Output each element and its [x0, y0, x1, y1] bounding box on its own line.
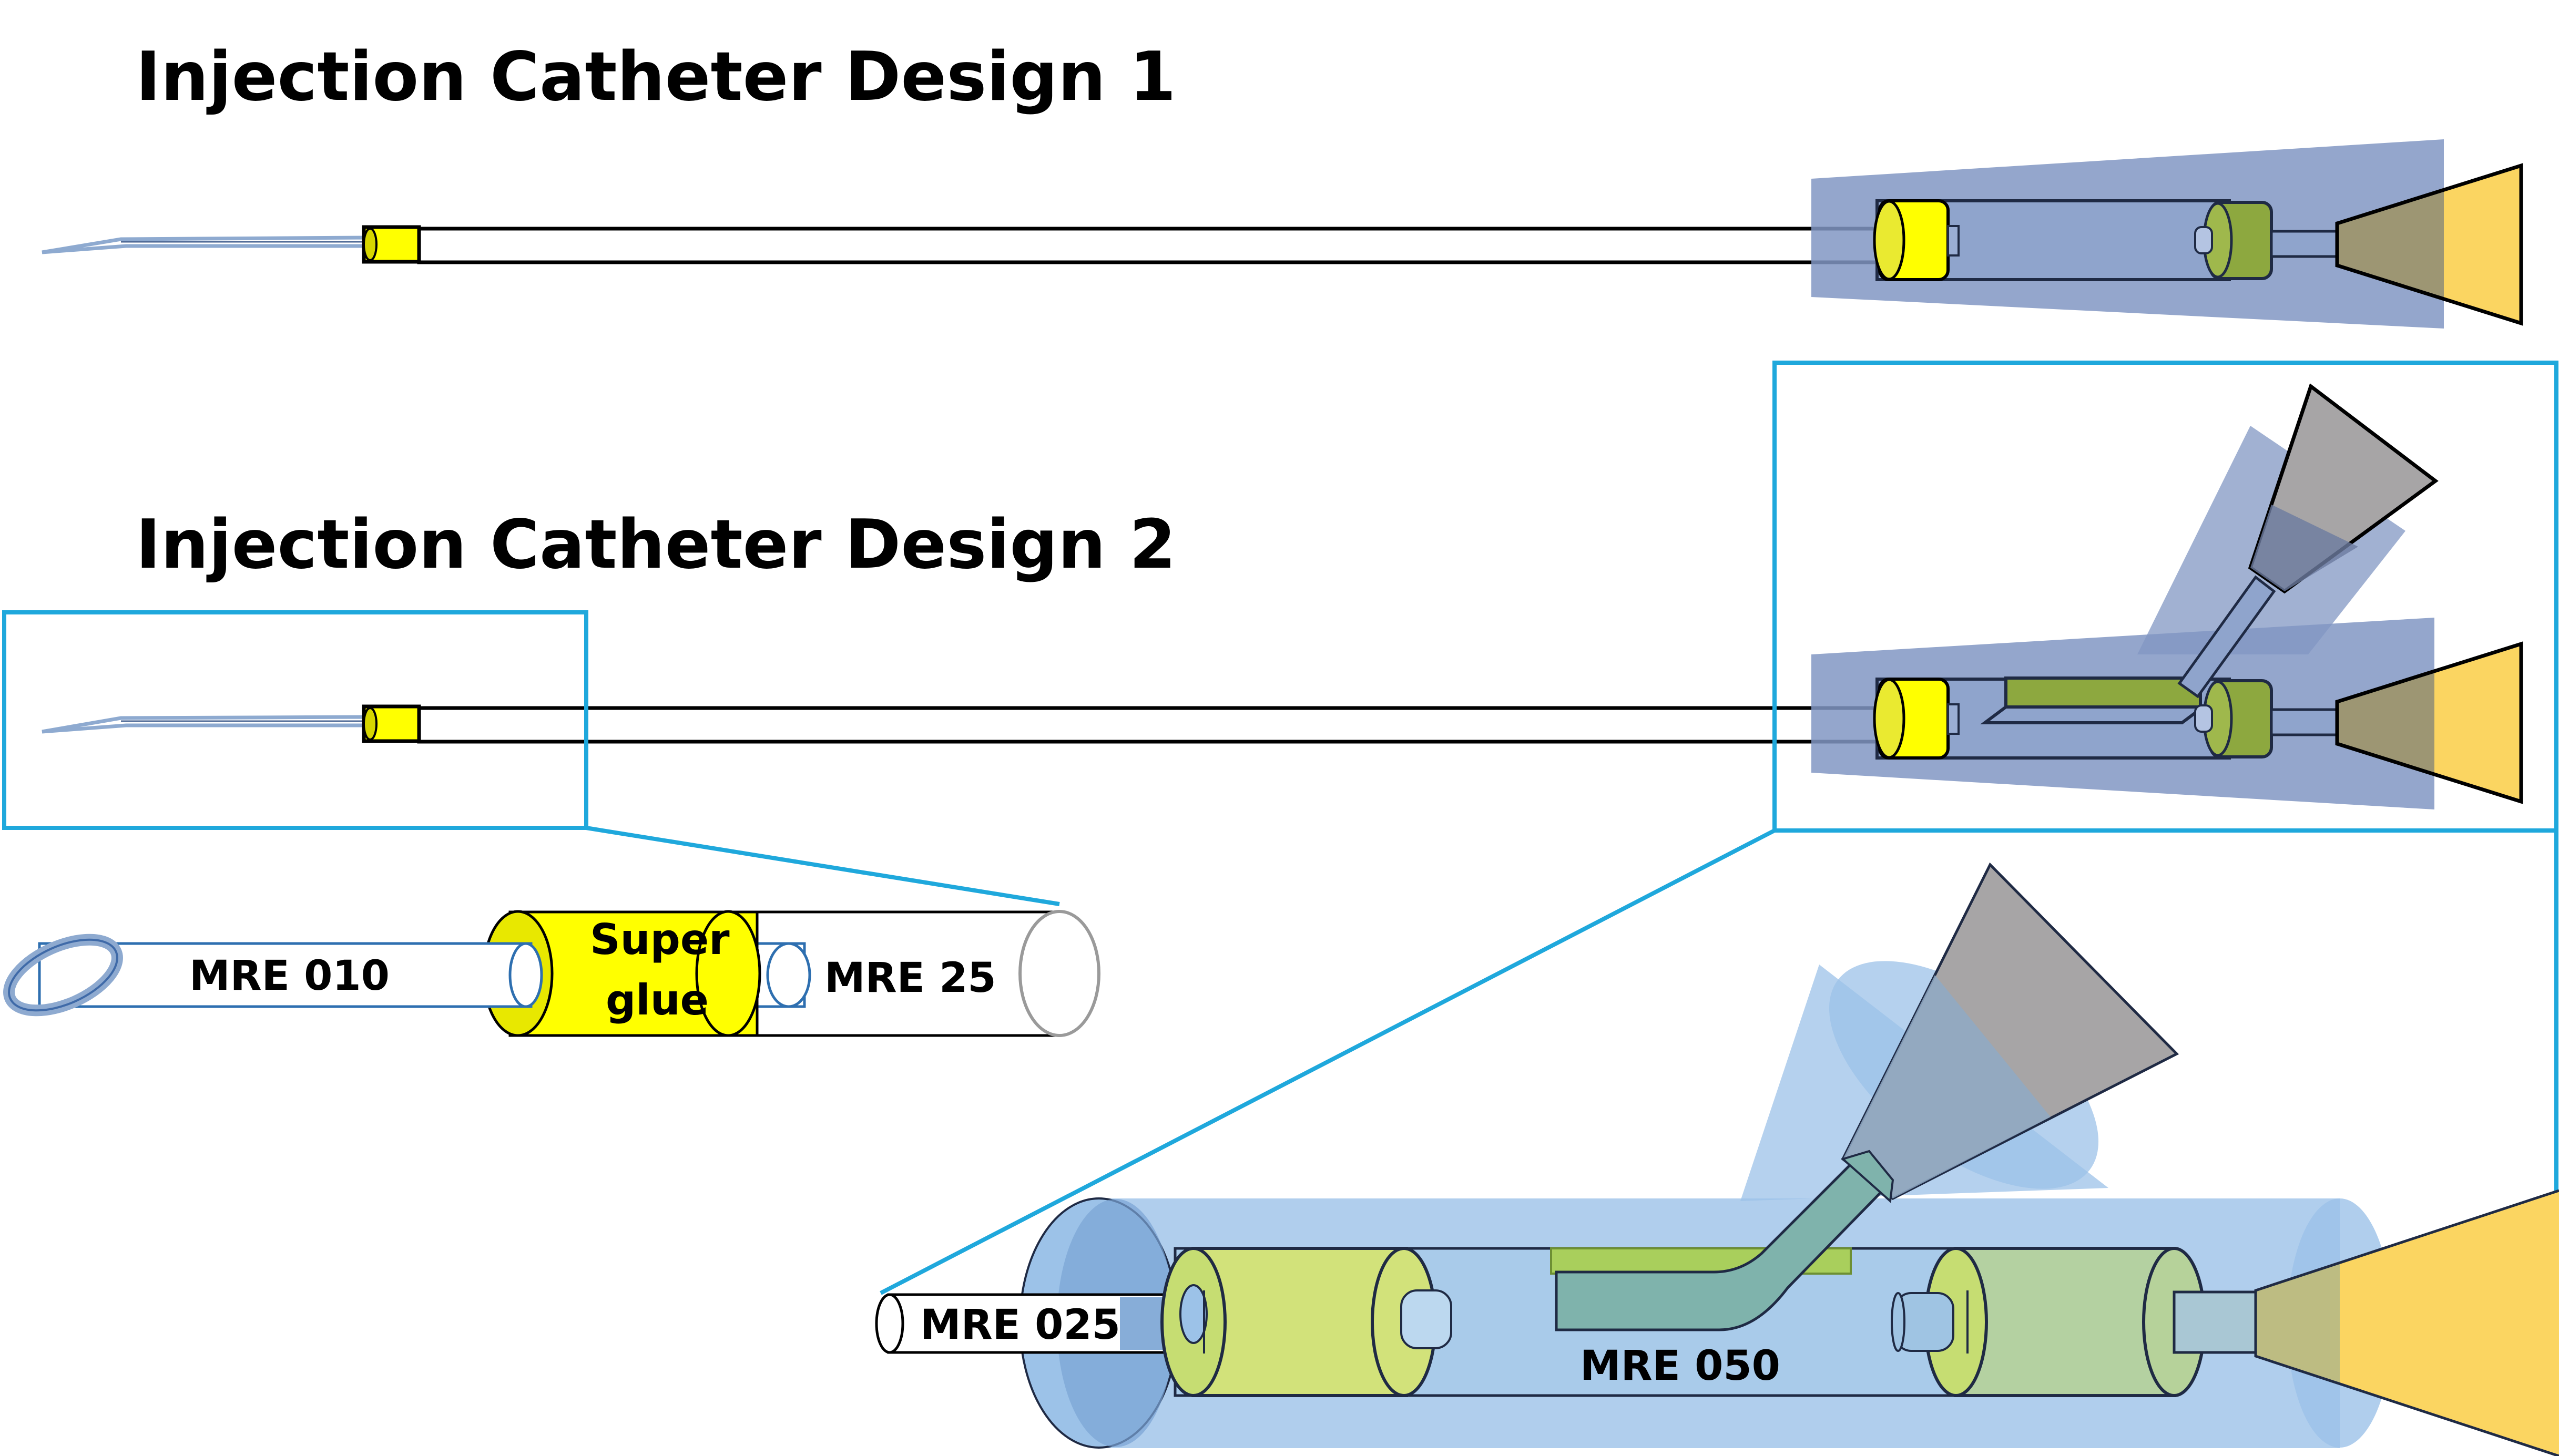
hub-highlight-box	[1772, 361, 2558, 833]
zoom-luer-funnel	[2256, 1191, 2559, 1456]
design-1-catheter	[42, 139, 2523, 329]
design-2-title: Injection Catheter Design 2	[136, 506, 1176, 584]
tip-highlight-box	[2, 610, 588, 830]
tip-detail: MRE 010 Super glue MRE 25	[3, 910, 1100, 1037]
glue-label: glue	[606, 976, 709, 1024]
zoom-fitting-right	[1954, 1247, 2176, 1397]
mre-050-tube	[1555, 1146, 1895, 1331]
hub-detail: MRE 025 MRE 050	[875, 862, 2559, 1456]
mre-25-label: MRE 25	[824, 955, 996, 1002]
design-1-title: Injection Catheter Design 1	[136, 38, 1176, 116]
super-label: Super	[590, 915, 730, 964]
mre-050-label: MRE 050	[1580, 1342, 1780, 1390]
needle-tip-1	[42, 235, 370, 254]
catheter-tube-2	[417, 706, 1883, 744]
luer-funnel-2	[2335, 641, 2523, 804]
mre-025-label: MRE 025	[920, 1301, 1120, 1349]
highlight-callouts	[2, 361, 2558, 1295]
mre-010-label: MRE 010	[189, 952, 390, 1000]
needle-tip-2	[42, 715, 370, 734]
design-2-catheter	[42, 383, 2523, 809]
inner-tube-green	[2004, 676, 2202, 709]
catheter-tube-1	[417, 227, 1883, 264]
